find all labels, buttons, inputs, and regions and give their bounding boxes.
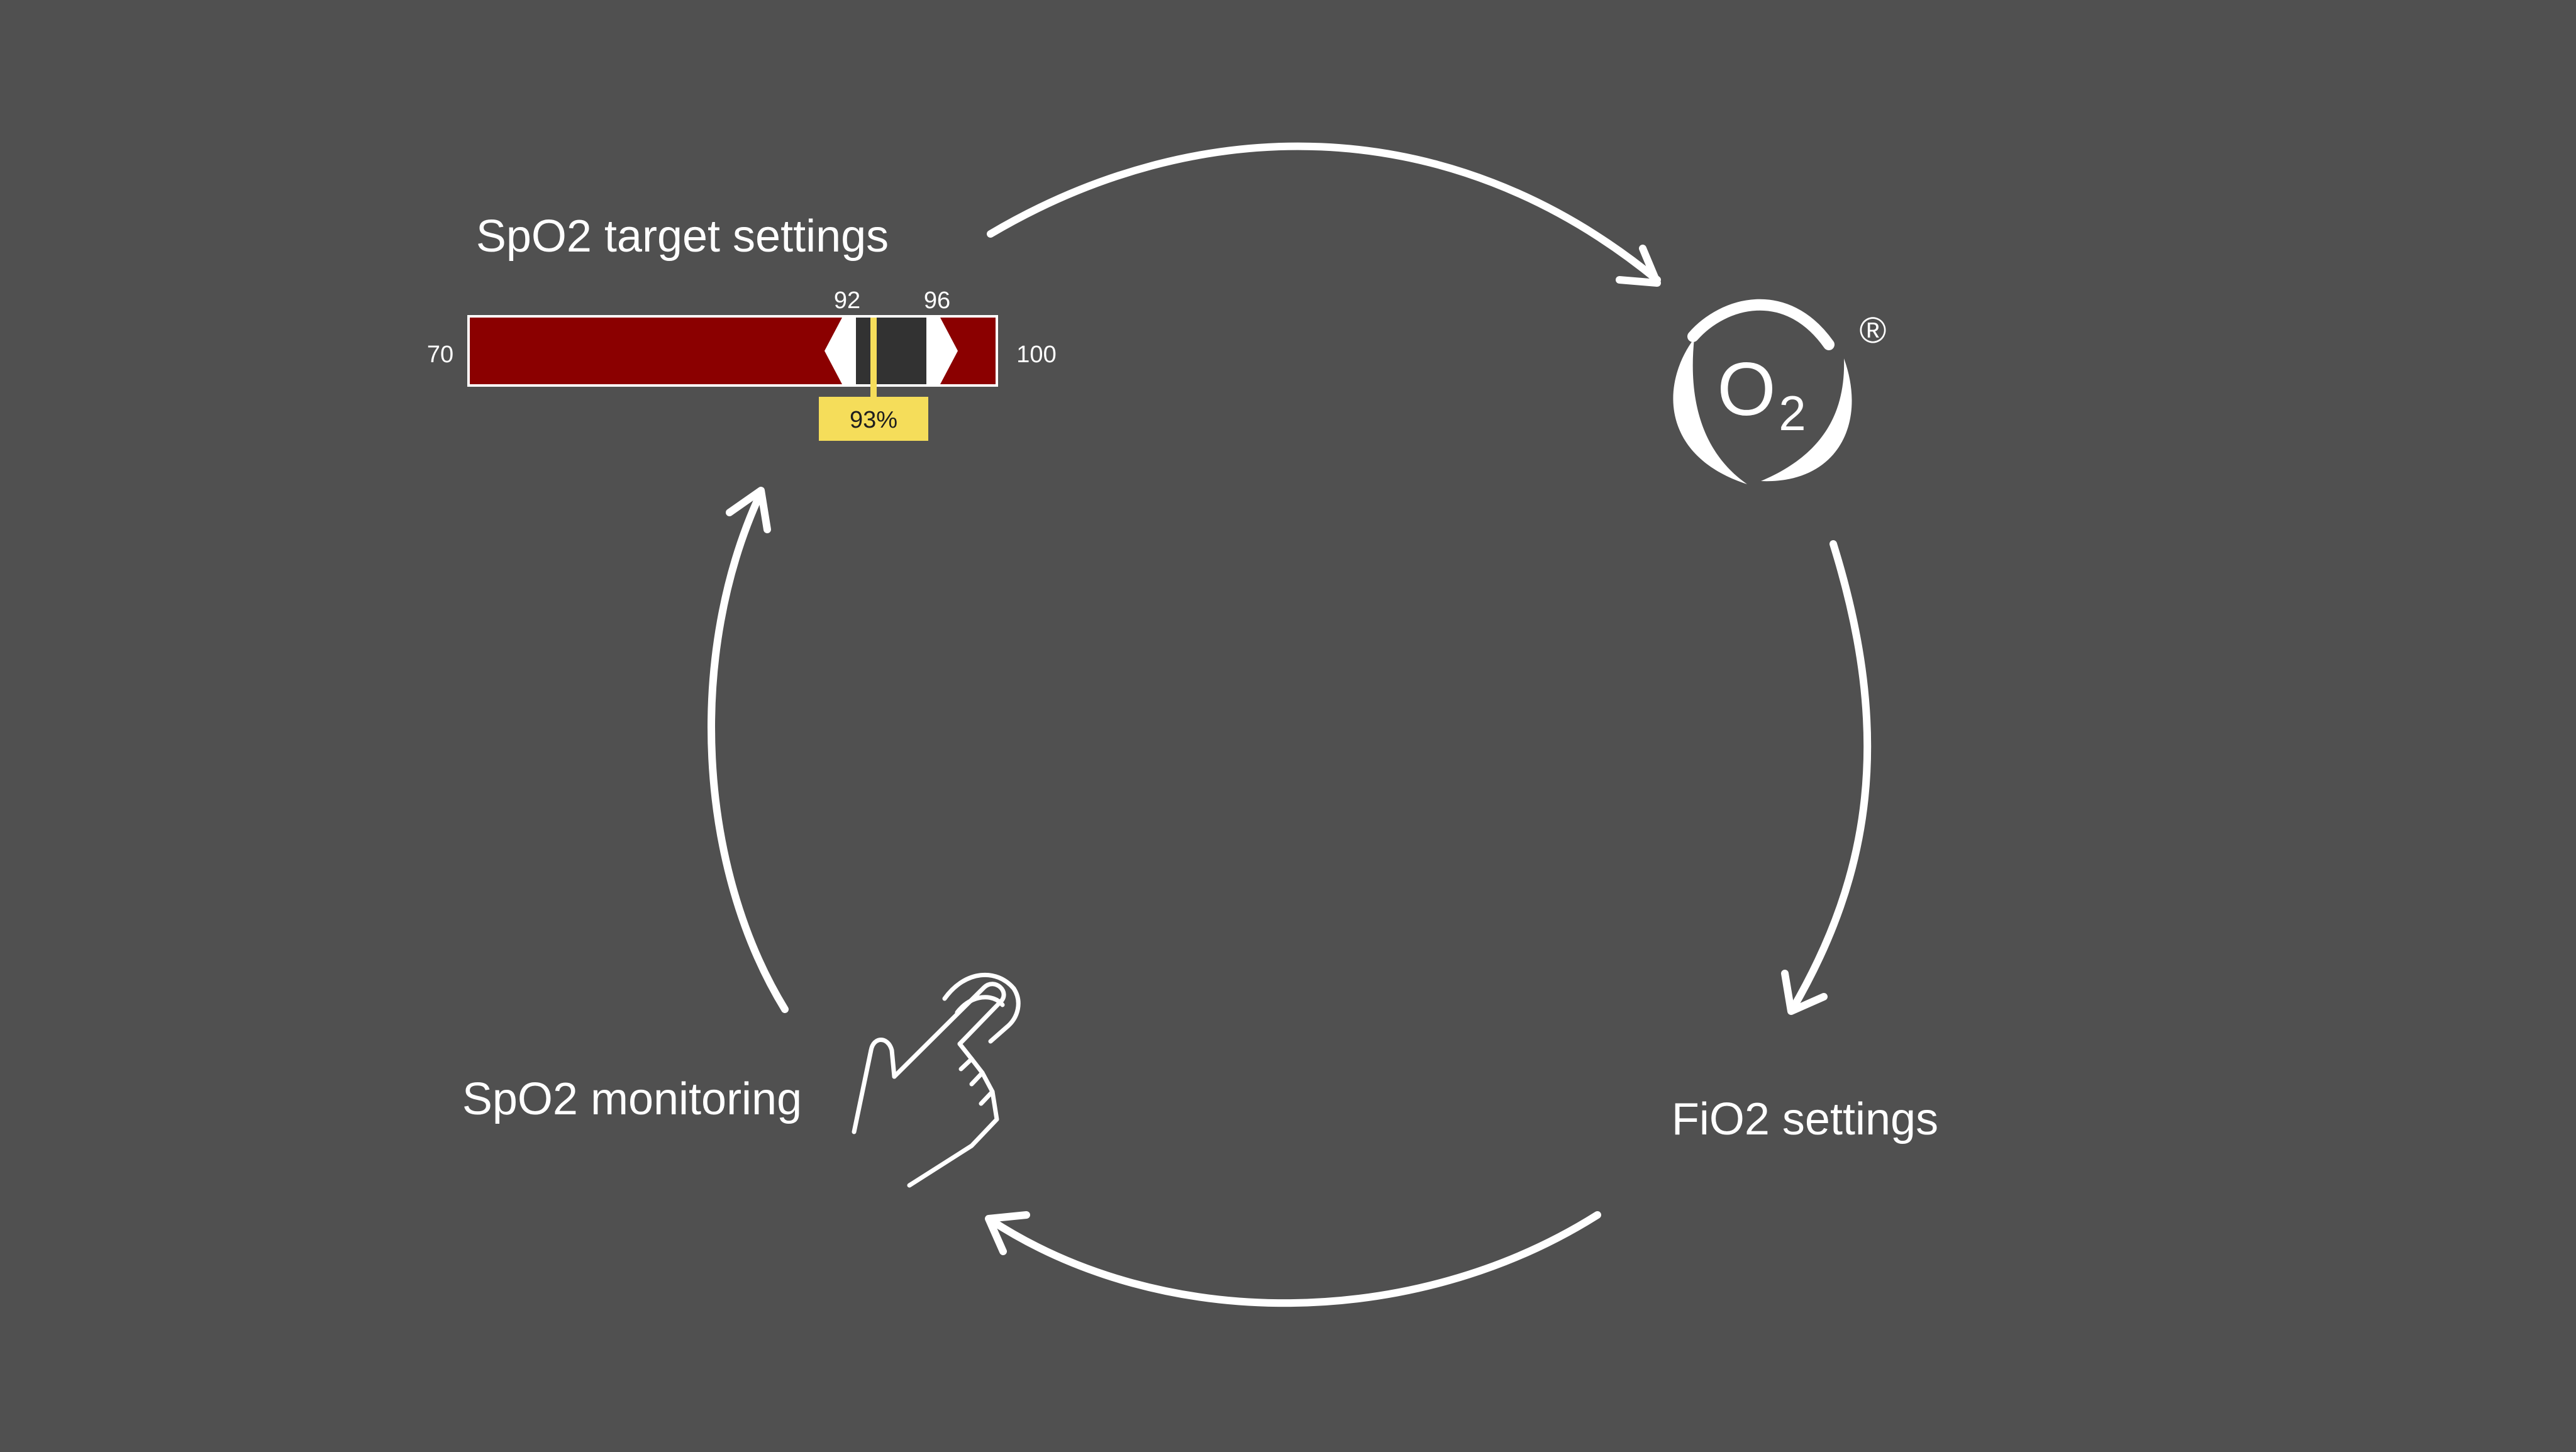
spo2-target-bar: 93% 70 100 92 96 (427, 287, 1057, 441)
high-target-handle[interactable] (926, 318, 958, 384)
spo2-monitoring-label: SpO2 monitoring (462, 1074, 802, 1124)
low-target-handle[interactable] (824, 318, 856, 384)
logo-o-text: O (1717, 347, 1775, 431)
arrow-bottom-icon (985, 1211, 1601, 1307)
logo-registered-text: ® (1860, 310, 1887, 351)
arrow-right-icon (1781, 540, 1872, 1015)
o2-logo-icon: O 2 ® (1673, 299, 1887, 484)
hand-touch-icon (852, 972, 1021, 1188)
target-zone (856, 318, 926, 384)
fio2-settings-label: FiO2 settings (1672, 1094, 1938, 1144)
arrow-top-icon (987, 142, 1661, 287)
bar-max-label: 100 (1016, 341, 1056, 368)
logo-subscript-text: 2 (1779, 385, 1806, 441)
bar-min-label: 70 (427, 341, 453, 368)
low-target-label: 92 (834, 287, 860, 314)
current-value-badge (819, 397, 928, 441)
current-value-text: 93% (850, 407, 897, 433)
arrow-left-icon (708, 487, 789, 1013)
spo2-target-settings-label: SpO2 target settings (476, 211, 889, 262)
current-value-marker (870, 318, 877, 398)
high-target-label: 96 (924, 287, 950, 314)
